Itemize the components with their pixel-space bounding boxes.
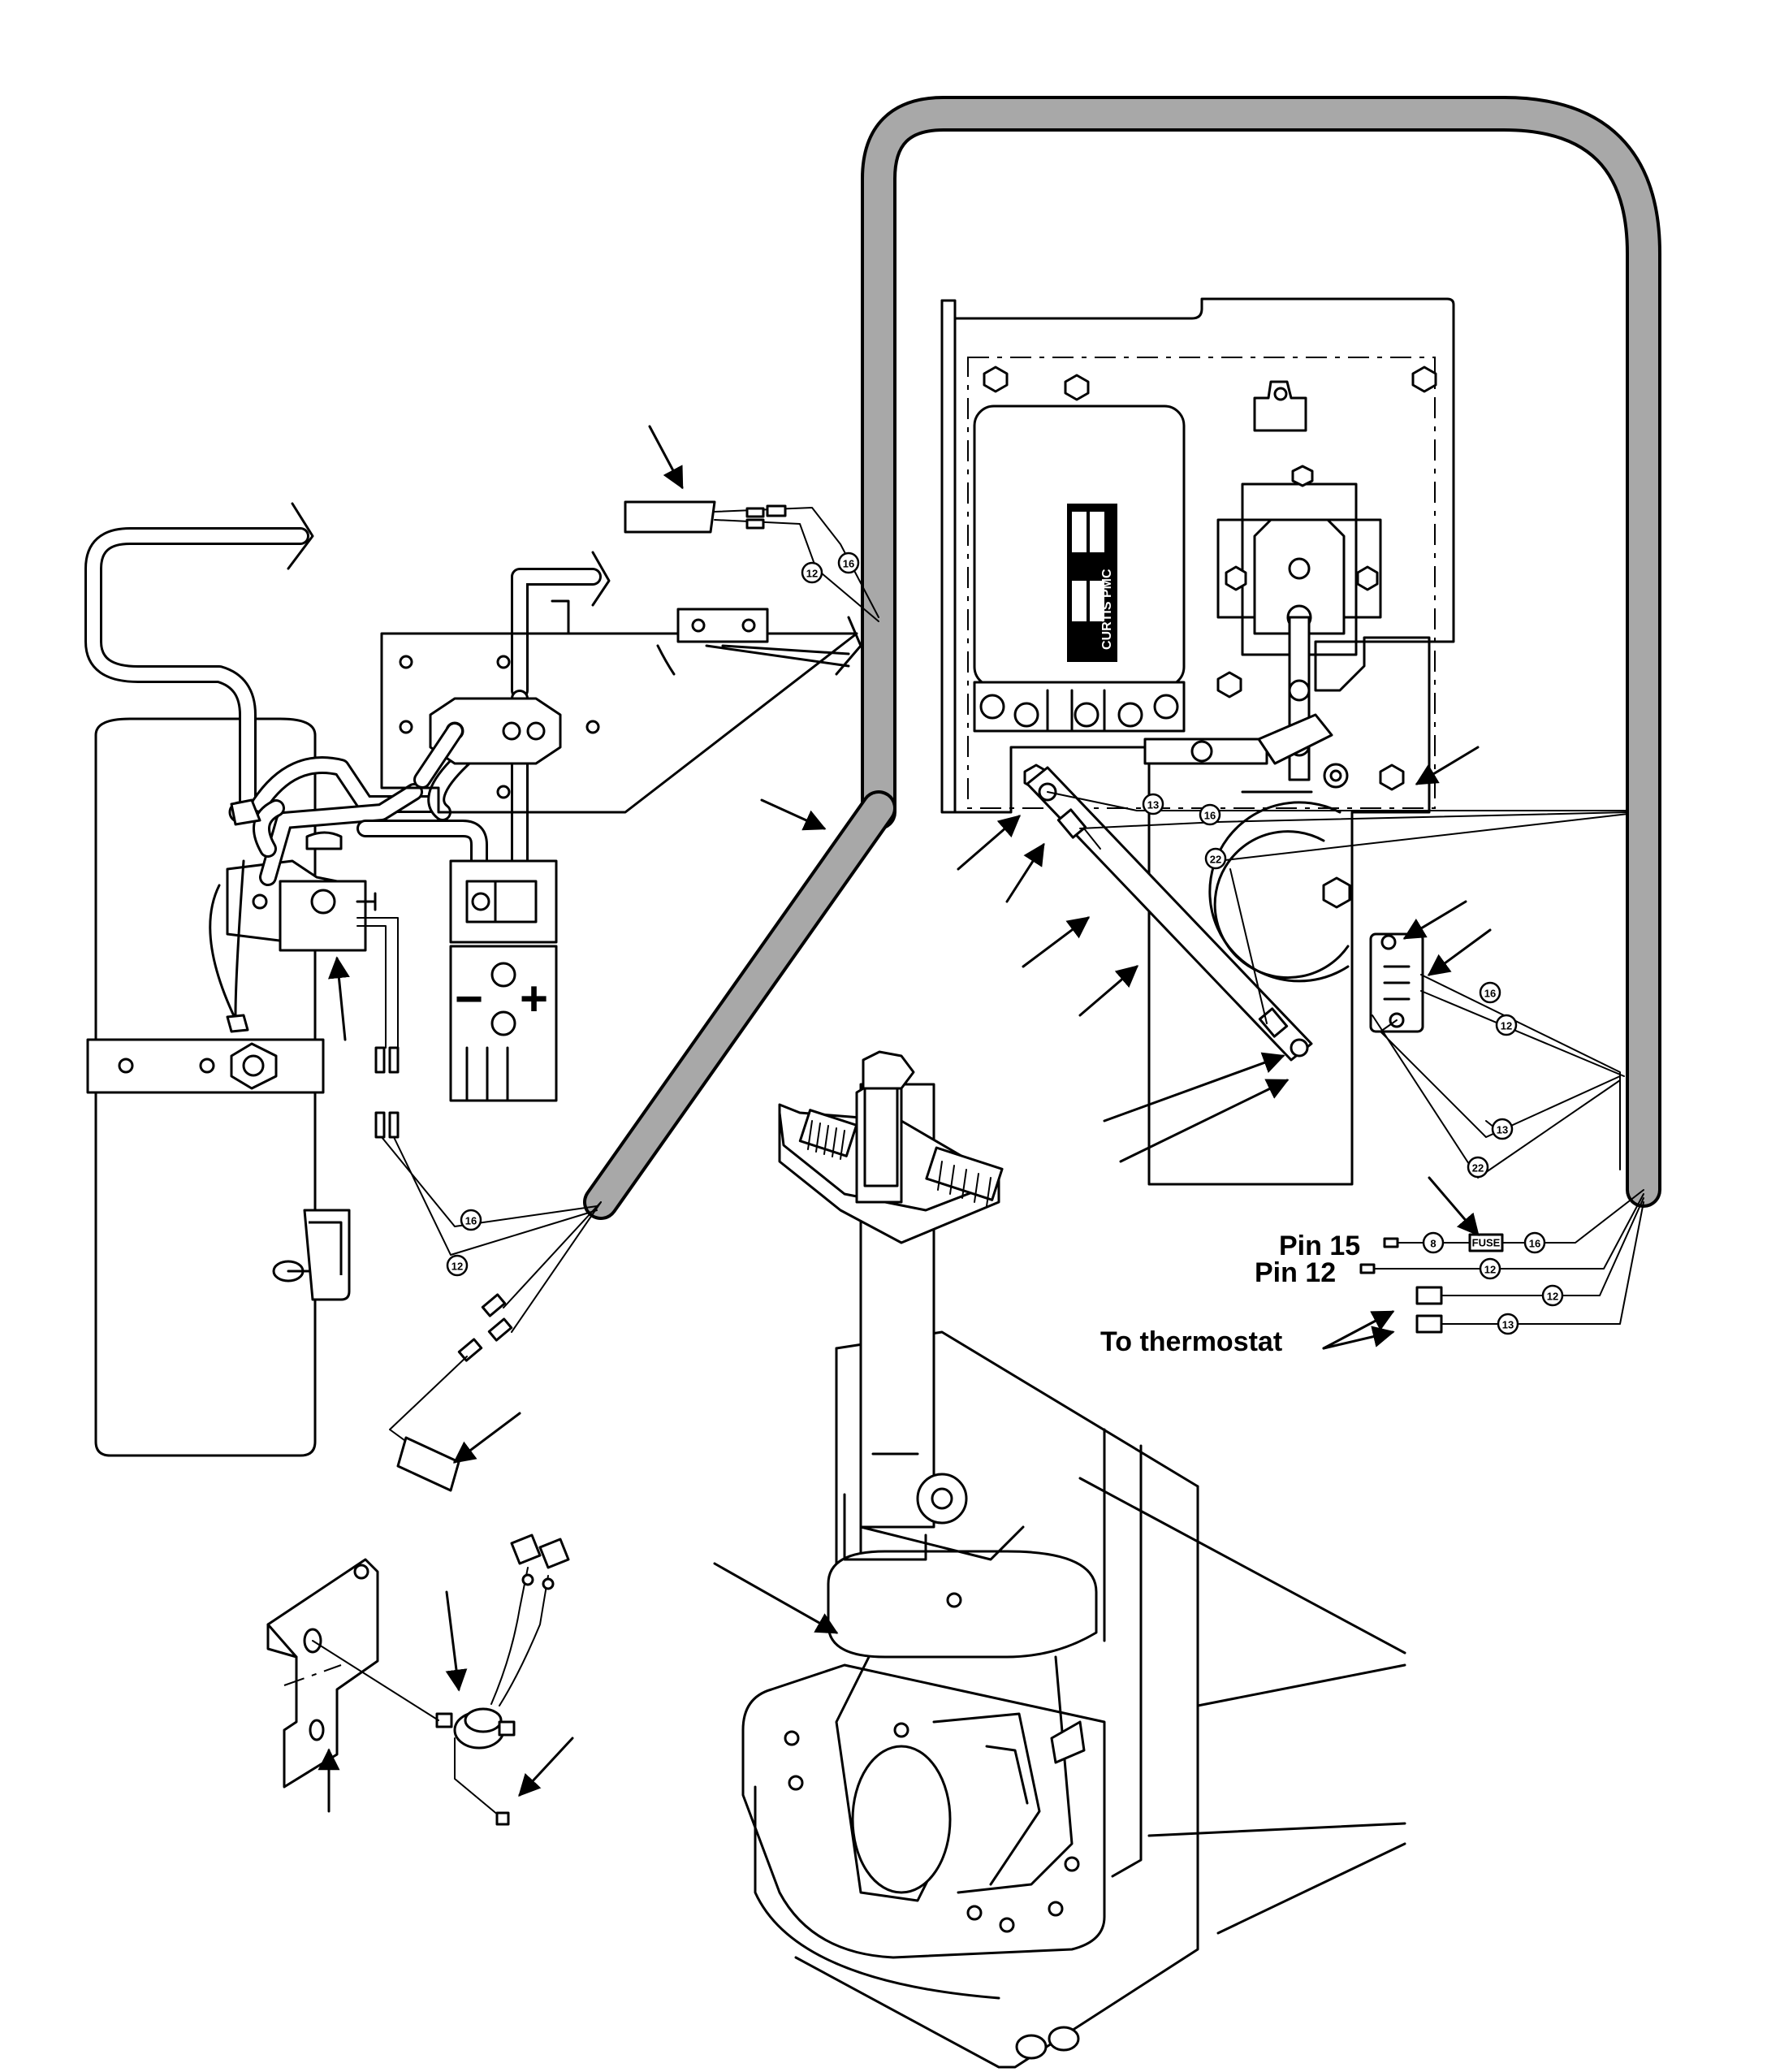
callout-number: 22: [1472, 1162, 1484, 1174]
callout-number: 8: [1430, 1238, 1436, 1250]
callout-therm-12: 12: [1541, 1284, 1564, 1307]
panel-bolts: [983, 366, 1437, 791]
callout-relay-22: 22: [1467, 1156, 1489, 1179]
pin-wiring: FUSE: [1359, 1189, 1644, 1334]
hydraulic-reservoir: [86, 717, 351, 1457]
callout-left-16: 16: [460, 1209, 482, 1231]
callout-panel-22: 22: [1204, 847, 1227, 870]
battery-minus-symbol: −: [455, 971, 483, 1026]
thermostat: [312, 1533, 570, 1826]
callout-top-12: 12: [801, 561, 823, 584]
fan-assembly: [1208, 763, 1351, 983]
callout-number: 12: [451, 1261, 463, 1273]
callout-layer: 12 16 16 12 13 16 22 16 12 13 22 8 16 12 12 13: [446, 552, 1564, 1335]
callout-left-12: 12: [446, 1254, 469, 1277]
thermostat-bracket: [266, 1558, 379, 1789]
battery-connector: − +: [449, 859, 558, 1102]
callout-pin15-8: 8: [1422, 1231, 1445, 1254]
harness-wires-left: [389, 1201, 602, 1492]
pump-wires: [356, 917, 598, 1256]
handle-tube: [583, 96, 1661, 1220]
callout-number: 13: [1497, 1124, 1508, 1136]
pin15-label: Pin 15: [1279, 1231, 1360, 1261]
thermostat-label: To thermostat: [1100, 1326, 1282, 1357]
hydraulic-lines: [84, 527, 602, 1033]
battery-plus-symbol: +: [520, 971, 548, 1026]
control-panel: [940, 297, 1455, 1186]
plate-switch: [676, 608, 850, 668]
pin12-label: Pin 12: [1255, 1257, 1336, 1288]
controller-brand-label: CURTIS PMC: [1100, 569, 1114, 650]
bus-bar: [1143, 713, 1333, 794]
top-sensor: [624, 500, 879, 622]
pump-motor: [226, 831, 377, 952]
fuse-label: FUSE: [1472, 1237, 1501, 1249]
callout-therm-13: 13: [1497, 1313, 1519, 1335]
resistor-bar: [1026, 766, 1313, 1062]
pallet-truck: [741, 1050, 1406, 2069]
contactor: [1216, 380, 1382, 781]
callout-relay-13: 13: [1491, 1118, 1514, 1140]
callout-number: 13: [1147, 799, 1159, 811]
panel-wires: [1047, 791, 1629, 1179]
callout-panel-16: 16: [1199, 803, 1221, 826]
leader-arrows: [318, 425, 1492, 1813]
callout-relay-16: 16: [1479, 981, 1501, 1004]
callout-pin12-12: 12: [1479, 1257, 1501, 1280]
callout-number: 16: [1204, 810, 1216, 822]
relay: [1369, 932, 1424, 1033]
callout-number: 12: [1547, 1291, 1558, 1303]
callout-top-16: 16: [837, 552, 860, 574]
callout-panel-13: 13: [1142, 793, 1164, 815]
callout-number: 13: [1502, 1319, 1514, 1331]
motor-mount-plate: [380, 599, 858, 814]
callout-number: 16: [843, 558, 854, 570]
callout-relay-12: 12: [1495, 1014, 1518, 1036]
callout-number: 16: [465, 1215, 477, 1227]
callout-number: 16: [1529, 1238, 1540, 1250]
callout-number: 12: [1484, 1264, 1496, 1276]
callout-number: 12: [806, 568, 818, 580]
callout-number: 22: [1210, 854, 1221, 866]
callout-number: 16: [1484, 988, 1496, 1000]
callout-pin15-16: 16: [1523, 1231, 1546, 1254]
motor-controller: CURTIS PMC: [973, 404, 1186, 733]
callout-number: 12: [1501, 1020, 1512, 1032]
